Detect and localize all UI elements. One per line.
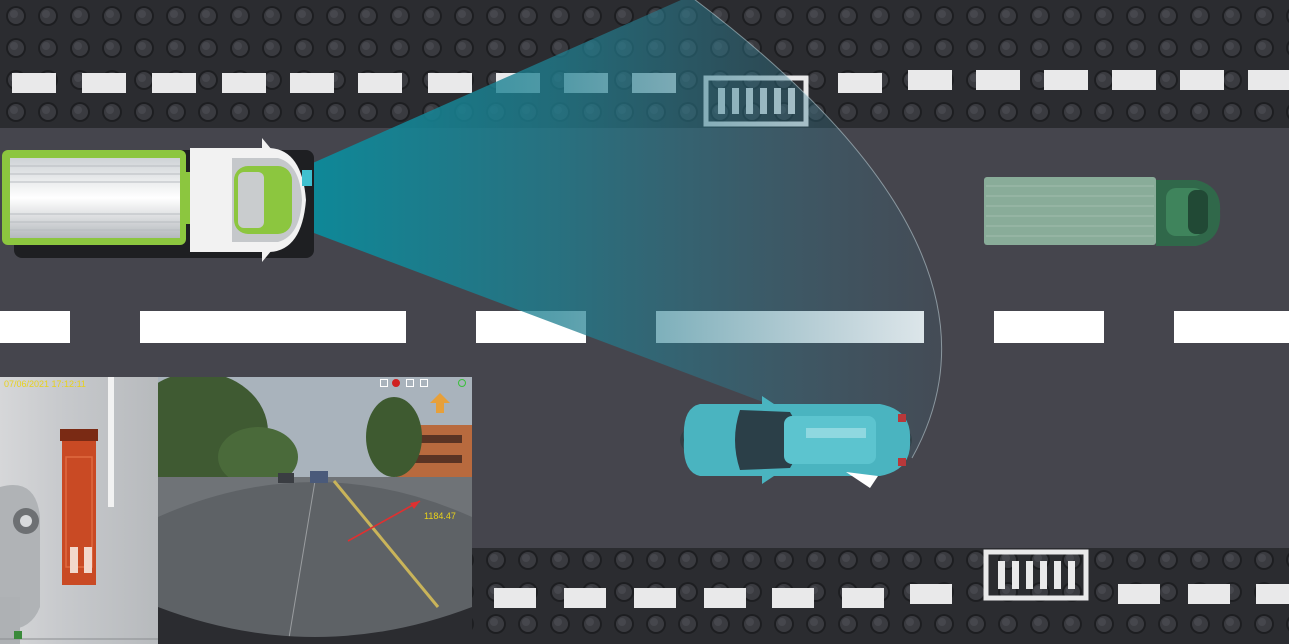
- distance-readout: 1184.47: [424, 511, 456, 521]
- storage-icon: [420, 379, 428, 387]
- truck-topview: [60, 429, 98, 585]
- recording-timestamp: 07/06/2021 17:12:11: [4, 379, 86, 389]
- ego-truck-icon: [2, 138, 314, 262]
- camera-monitor: 07/06/2021 17:12:11: [0, 377, 472, 644]
- gps-icon: [406, 379, 414, 387]
- record-icon: [380, 379, 388, 387]
- surround-view-panel: 07/06/2021 17:12:11: [0, 377, 158, 644]
- front-camera-view: 1184.47: [158, 377, 472, 644]
- record-dot-icon: [392, 379, 400, 387]
- target-truck-icon: [984, 177, 1220, 246]
- signal-icon: [458, 379, 466, 387]
- target-car-icon: [680, 396, 912, 488]
